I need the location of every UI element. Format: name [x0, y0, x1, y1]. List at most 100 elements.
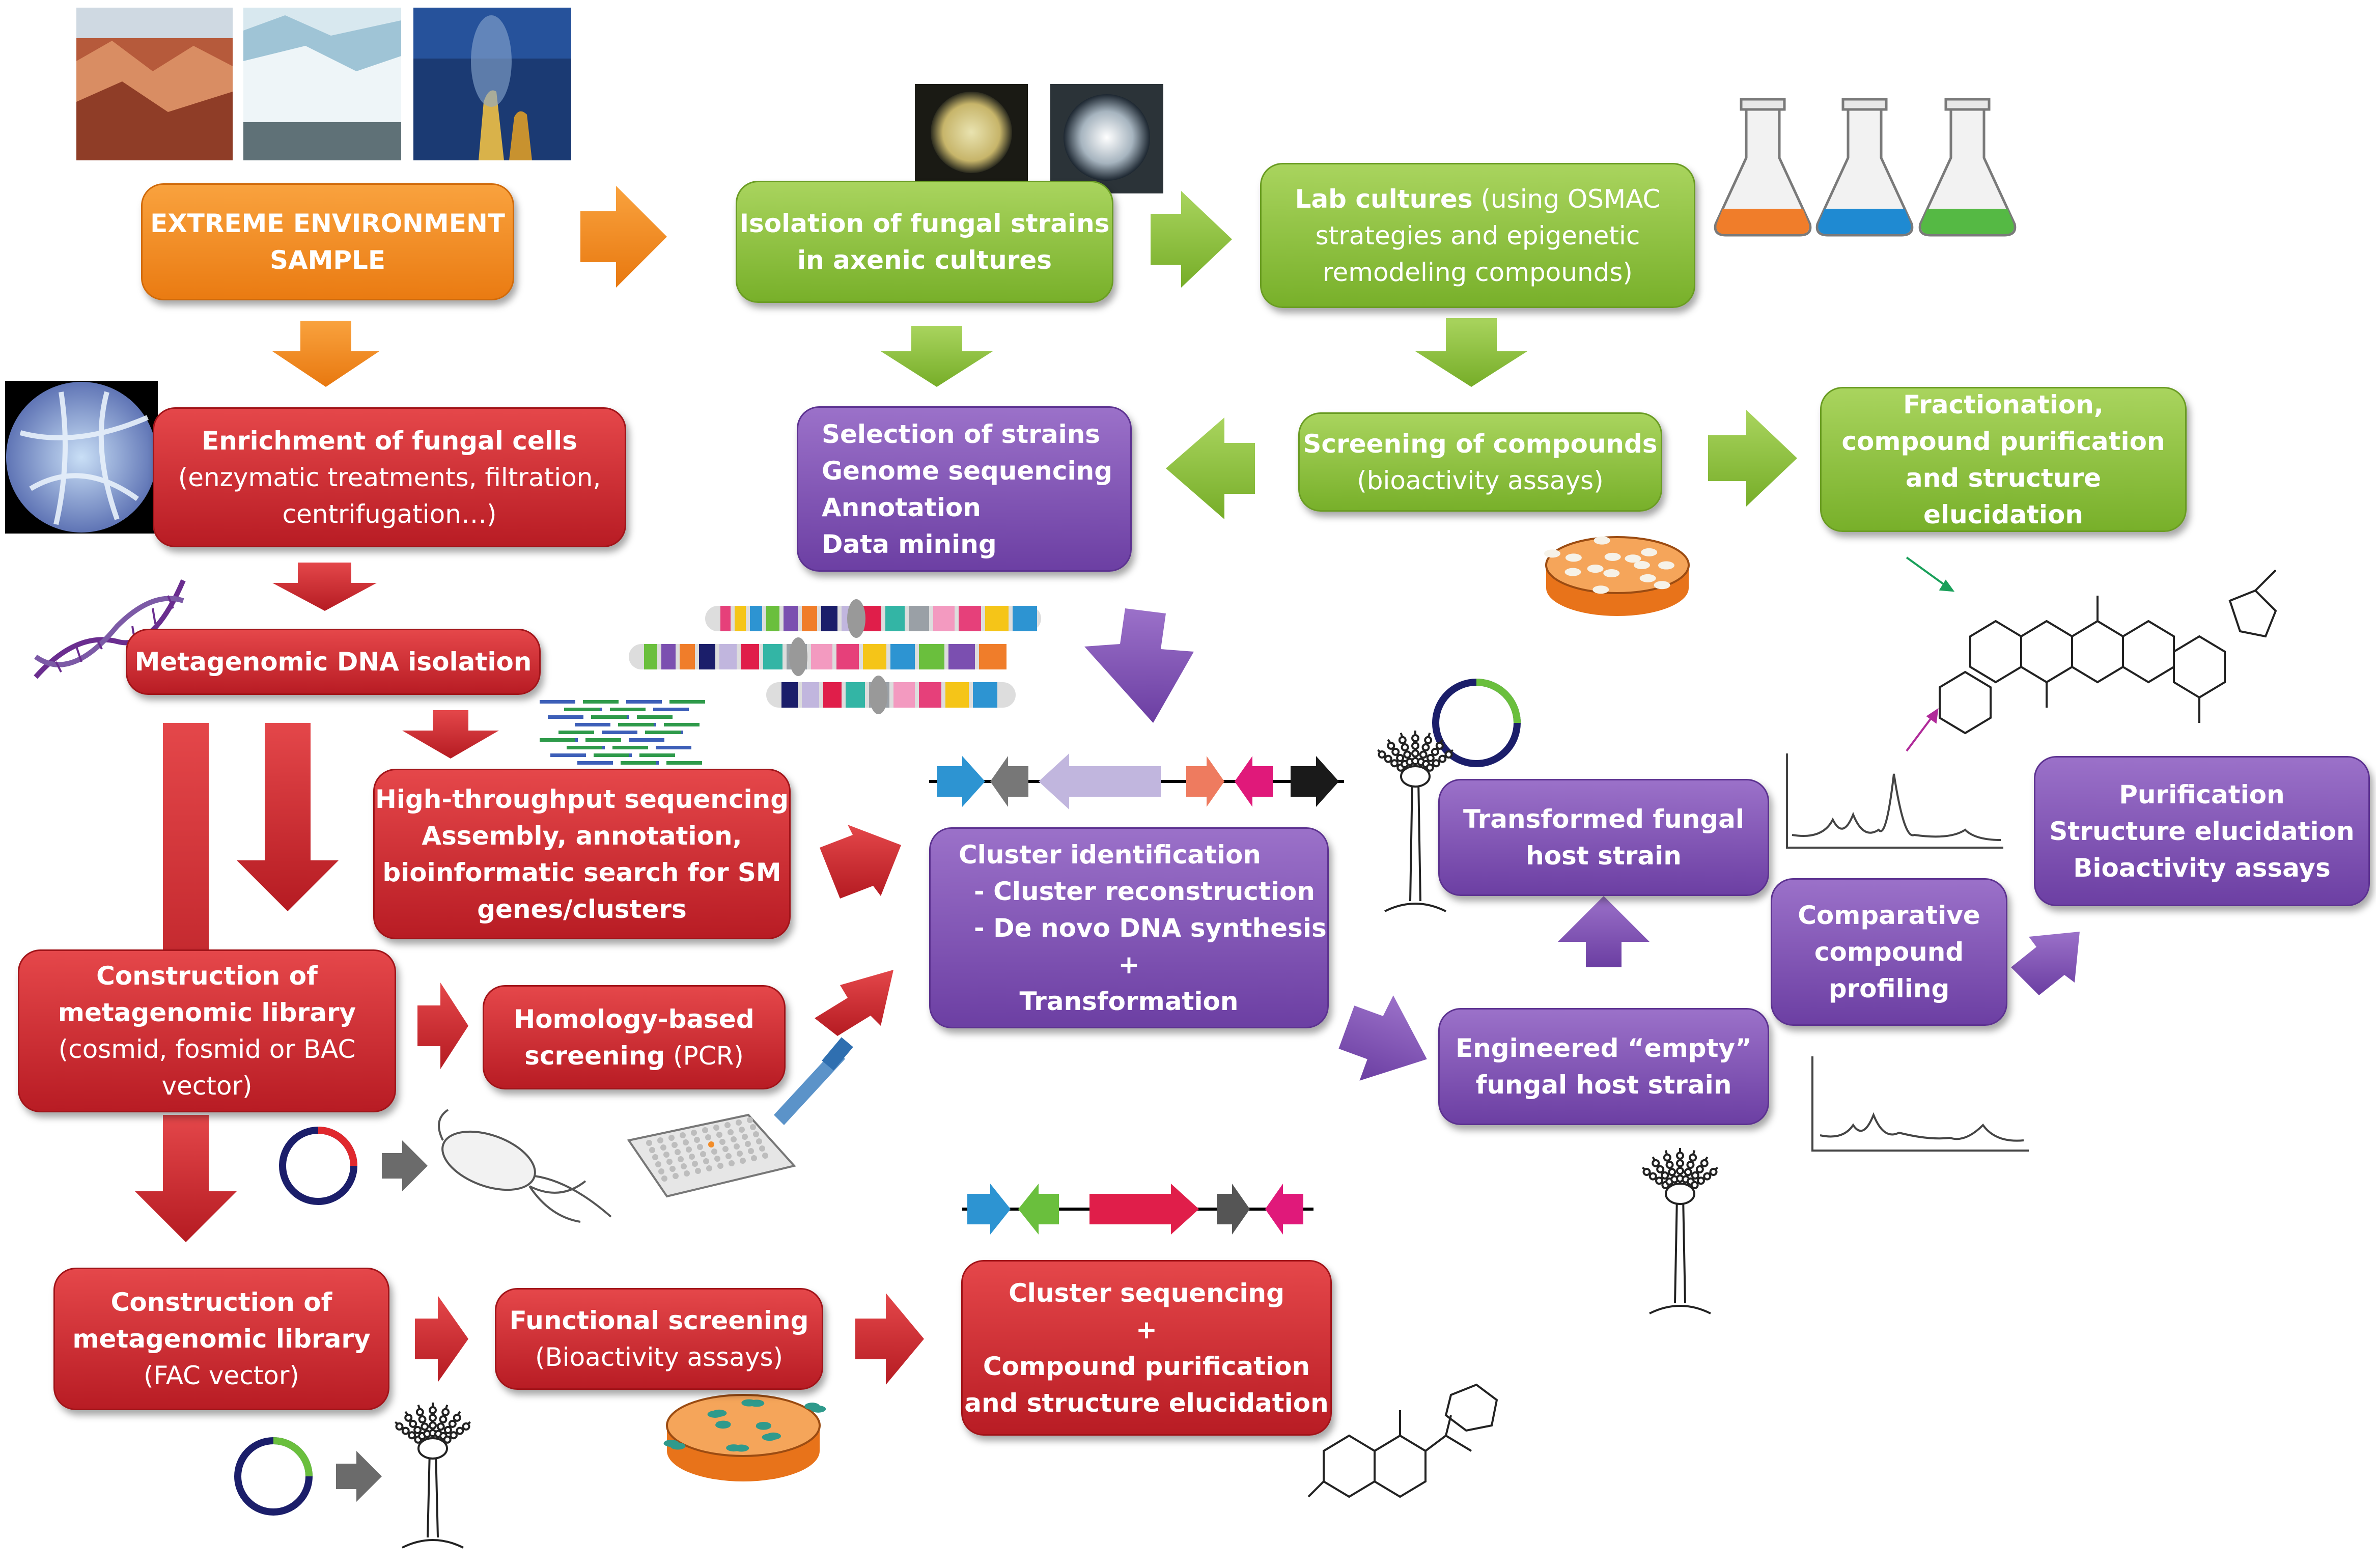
isolation-line2: in axenic cultures: [797, 245, 1052, 275]
transformed-line2: host strain: [1526, 841, 1682, 871]
lab-line3: remodeling compounds): [1323, 257, 1633, 287]
homology-line2b: (PCR): [665, 1041, 744, 1071]
transformed-line1: Transformed fungal: [1463, 804, 1744, 834]
hts-line4: genes/clusters: [477, 894, 687, 924]
arrow-diag-red-2: [815, 970, 893, 1036]
construction2-line2: metagenomic library: [72, 1324, 371, 1354]
extreme-line2: SAMPLE: [269, 245, 386, 275]
arrow-down-red-mid: [237, 723, 339, 911]
comparative-profiling-box: Comparative compound profiling: [1771, 878, 2007, 1026]
cluster-seq-line3: Compound purification: [983, 1351, 1310, 1381]
lab-line2: strategies and epigenetic: [1315, 220, 1640, 250]
enrichment-box: Enrichment of fungal cells (enzymatic tr…: [153, 407, 626, 547]
arrow-down-orange: [272, 321, 379, 387]
engineered-line1: Engineered “empty”: [1456, 1033, 1752, 1063]
screening-line1: Screening of compounds: [1303, 429, 1658, 459]
homology-line2a: screening: [524, 1041, 665, 1071]
construction1-line4: vector): [161, 1071, 253, 1101]
isolation-line1: Isolation of fungal strains: [739, 209, 1110, 238]
selection-line1: Selection of strains: [822, 419, 1101, 449]
arrow-down-red-1: [272, 563, 377, 611]
purification-line3: Bioactivity assays: [2073, 853, 2331, 883]
screening-compounds-box: Screening of compounds (bioactivity assa…: [1298, 412, 1662, 512]
extreme-environment-box: EXTREME ENVIRONMENT SAMPLE: [141, 183, 514, 300]
arrow-right-green-1: [1151, 191, 1232, 288]
construction-library-box-2: Construction of metagenomic library (FAC…: [53, 1268, 389, 1410]
cluster-sequencing-box: Cluster sequencing + Compound purificati…: [961, 1260, 1332, 1436]
homology-screening-box: Homology-based screening (PCR): [483, 985, 786, 1089]
enrichment-line3: centrifugation…): [282, 499, 497, 529]
arrow-up-purple: [1558, 896, 1650, 967]
comparative-line3: profiling: [1828, 974, 1950, 1003]
gene-cluster-icon-bottom: [962, 1184, 1313, 1235]
construction2-line1: Construction of: [110, 1287, 332, 1317]
arrow-down-red-low: [135, 1115, 237, 1242]
selection-line3: Annotation: [822, 492, 981, 522]
arrow-right-red-2: [415, 1296, 468, 1382]
fractionation-line4: elucidation: [1923, 499, 2083, 529]
microplate-icon: [627, 1037, 853, 1198]
petri-dish-icon-bottom: [663, 1394, 826, 1481]
fractionation-line3: and structure: [1905, 463, 2102, 493]
arrow-right-orange: [580, 186, 667, 288]
selection-line2: Genome sequencing: [822, 456, 1113, 486]
metagenomic-dna-title: Metagenomic DNA isolation: [134, 647, 532, 677]
arrow-diag-purple-2: [2011, 932, 2080, 995]
fractionation-line1: Fractionation,: [1903, 389, 2104, 419]
colony-photos-icon: [915, 84, 1163, 193]
hts-line2: Assembly, annotation,: [422, 821, 742, 851]
metagenomic-dna-box: Metagenomic DNA isolation: [126, 629, 541, 695]
enrichment-line2: (enzymatic treatments, filtration,: [178, 462, 601, 492]
cluster-seq-line1: Cluster sequencing: [1009, 1278, 1284, 1308]
hyphae-microscopy-icon: [5, 381, 158, 534]
fractionation-line2: compound purification: [1841, 426, 2165, 456]
erlenmeyer-flask-icon: [1714, 98, 2017, 237]
construction2-line3: (FAC vector): [144, 1361, 299, 1390]
hts-line1: High-throughput sequencing: [375, 784, 789, 814]
petri-dish-icon: [1544, 536, 1690, 616]
purification-line1: Purification: [2119, 779, 2285, 809]
arrow-right-red-1: [417, 983, 468, 1069]
arrow-right-green-2: [1708, 410, 1797, 507]
purification-line2: Structure elucidation: [2049, 816, 2355, 846]
cluster-id-line1: Cluster identification: [959, 839, 1261, 870]
functional-line1: Functional screening: [509, 1306, 809, 1335]
purification-box: Purification Structure elucidation Bioac…: [2034, 756, 2370, 906]
construction1-line3: (cosmid, fosmid or BAC: [58, 1034, 356, 1064]
hts-line3: bioinformatic search for SM: [382, 857, 781, 887]
sequencing-reads-icon: [540, 700, 705, 772]
environment-photos-icon: [76, 8, 571, 160]
extreme-line1: EXTREME ENVIRONMENT: [150, 209, 505, 238]
homology-line1: Homology-based: [514, 1004, 754, 1034]
arrow-down-red-2: [402, 710, 499, 759]
grey-arrow-icon: [336, 1140, 428, 1502]
arrow-left-green: [1166, 417, 1255, 519]
lab-cultures-box: Lab cultures (using OSMAC strategies and…: [1260, 163, 1695, 308]
arrow-right-red-3: [855, 1293, 924, 1385]
arrow-down-red-long: [135, 723, 237, 1069]
construction1-line1: Construction of: [96, 961, 318, 991]
engineered-line2: fungal host strain: [1475, 1070, 1732, 1100]
arrow-diag-purple-1: [1338, 995, 1427, 1081]
thin-arrow-icon: [1906, 556, 1955, 752]
hts-box: High-throughput sequencing Assembly, ann…: [373, 769, 791, 939]
engineered-host-box: Engineered “empty” fungal host strain: [1438, 1008, 1769, 1125]
arrow-down-green-1: [881, 326, 993, 387]
cluster-id-line5: Transformation: [1019, 986, 1239, 1016]
cluster-id-line2: - Cluster reconstruction: [974, 876, 1315, 906]
screening-line2: (bioactivity assays): [1357, 465, 1604, 495]
chromosome-bars-icon: [629, 599, 1041, 714]
construction1-line2: metagenomic library: [58, 998, 356, 1027]
chemical-structure-icon: [1307, 569, 2277, 1498]
arrow-down-purple: [1084, 608, 1194, 723]
cluster-identification-box: Cluster identification - Cluster reconst…: [929, 827, 1329, 1028]
cluster-id-line3: - De novo DNA synthesis: [974, 913, 1327, 943]
functional-screening-box: Functional screening (Bioactivity assays…: [495, 1288, 823, 1390]
functional-line2: (Bioactivity assays): [535, 1342, 783, 1372]
chromatogram-icon: [1786, 753, 2029, 1152]
lab-line1b: (using OSMAC: [1472, 184, 1661, 214]
comparative-line2: compound: [1814, 937, 1964, 967]
flow-arrows: [135, 186, 2080, 1385]
cluster-seq-line2: +: [1136, 1314, 1157, 1345]
